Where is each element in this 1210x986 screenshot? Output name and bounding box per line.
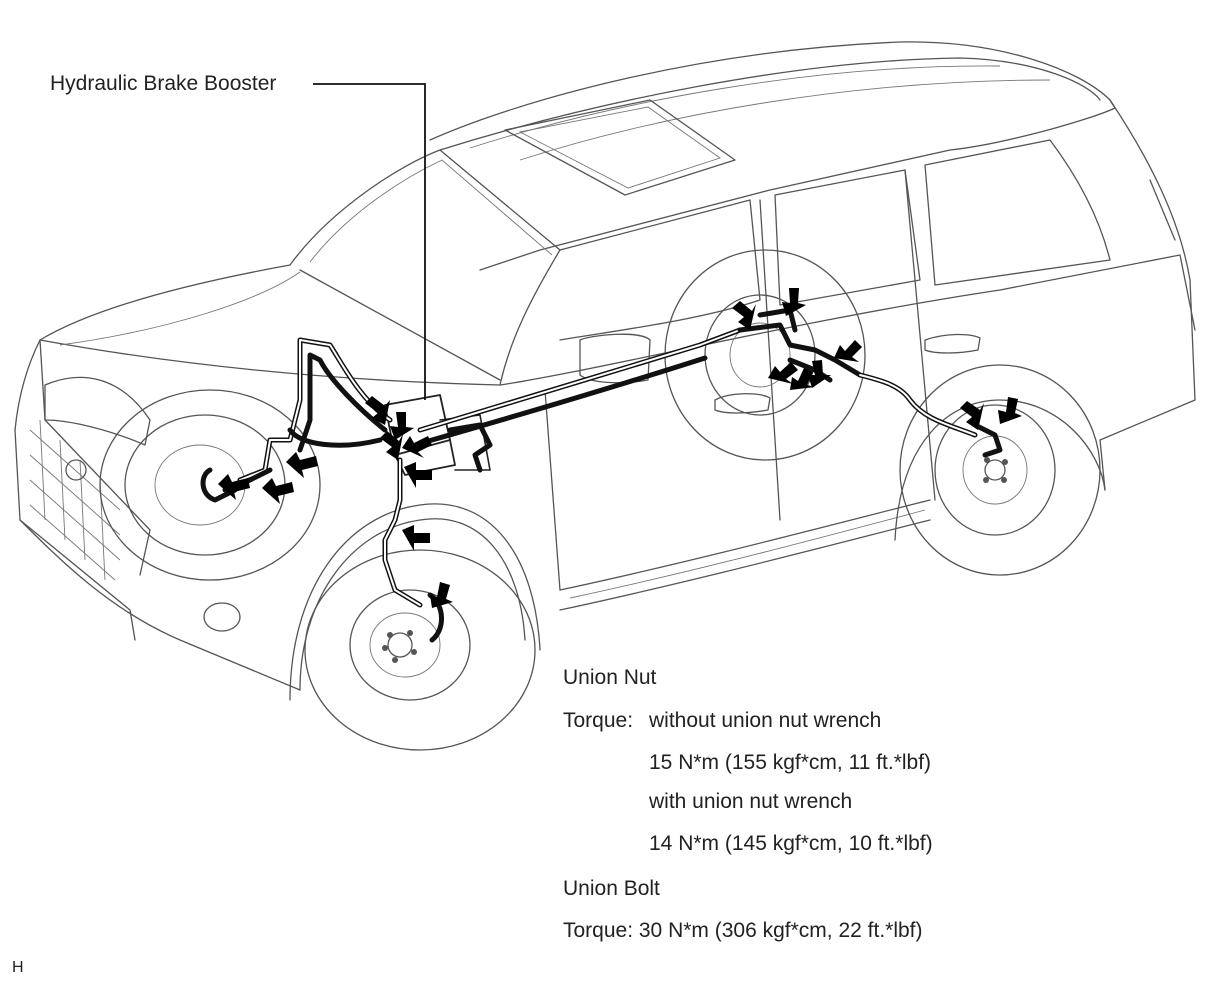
arrow <box>404 462 432 488</box>
nut-with-wrench-value: 14 N*m (145 kgf*cm, 10 ft.*lbf) <box>649 832 933 855</box>
vehicle-outline <box>14 41 1196 701</box>
arrow <box>732 301 756 330</box>
booster-label: Hydraulic Brake Booster <box>50 72 277 95</box>
arrow <box>262 478 294 504</box>
union-arrows <box>218 288 1022 608</box>
arrow <box>960 401 984 430</box>
arrow <box>402 525 430 551</box>
torque-label: Torque: <box>563 709 634 732</box>
union-bolt-torque: Torque: 30 N*m (306 kgf*cm, 22 ft.*lbf) <box>563 919 923 942</box>
union-bolt-title: Union Bolt <box>563 877 660 900</box>
arrow <box>808 360 831 388</box>
front-right-wheel <box>304 549 536 751</box>
arrow <box>365 396 390 425</box>
arrow <box>834 340 862 362</box>
arrow <box>390 412 414 440</box>
booster-leader-line <box>313 83 426 400</box>
arrow <box>782 288 806 316</box>
arrow <box>402 436 432 458</box>
union-nut-title: Union Nut <box>563 666 657 689</box>
arrow <box>430 582 453 608</box>
arrow <box>380 431 403 460</box>
rear-right-wheel <box>899 364 1101 576</box>
arrow <box>998 397 1022 424</box>
figure-code: H <box>12 959 24 976</box>
arrow <box>768 362 798 384</box>
nut-without-wrench-label: without union nut wrench <box>649 709 882 732</box>
nut-without-wrench-value: 15 N*m (155 kgf*cm, 11 ft.*lbf) <box>649 751 932 774</box>
brake-lines <box>200 307 1003 643</box>
arrow <box>286 452 318 478</box>
nut-with-wrench-label: with union nut wrench <box>649 790 853 813</box>
arrow <box>790 368 815 390</box>
arrow <box>218 474 250 500</box>
